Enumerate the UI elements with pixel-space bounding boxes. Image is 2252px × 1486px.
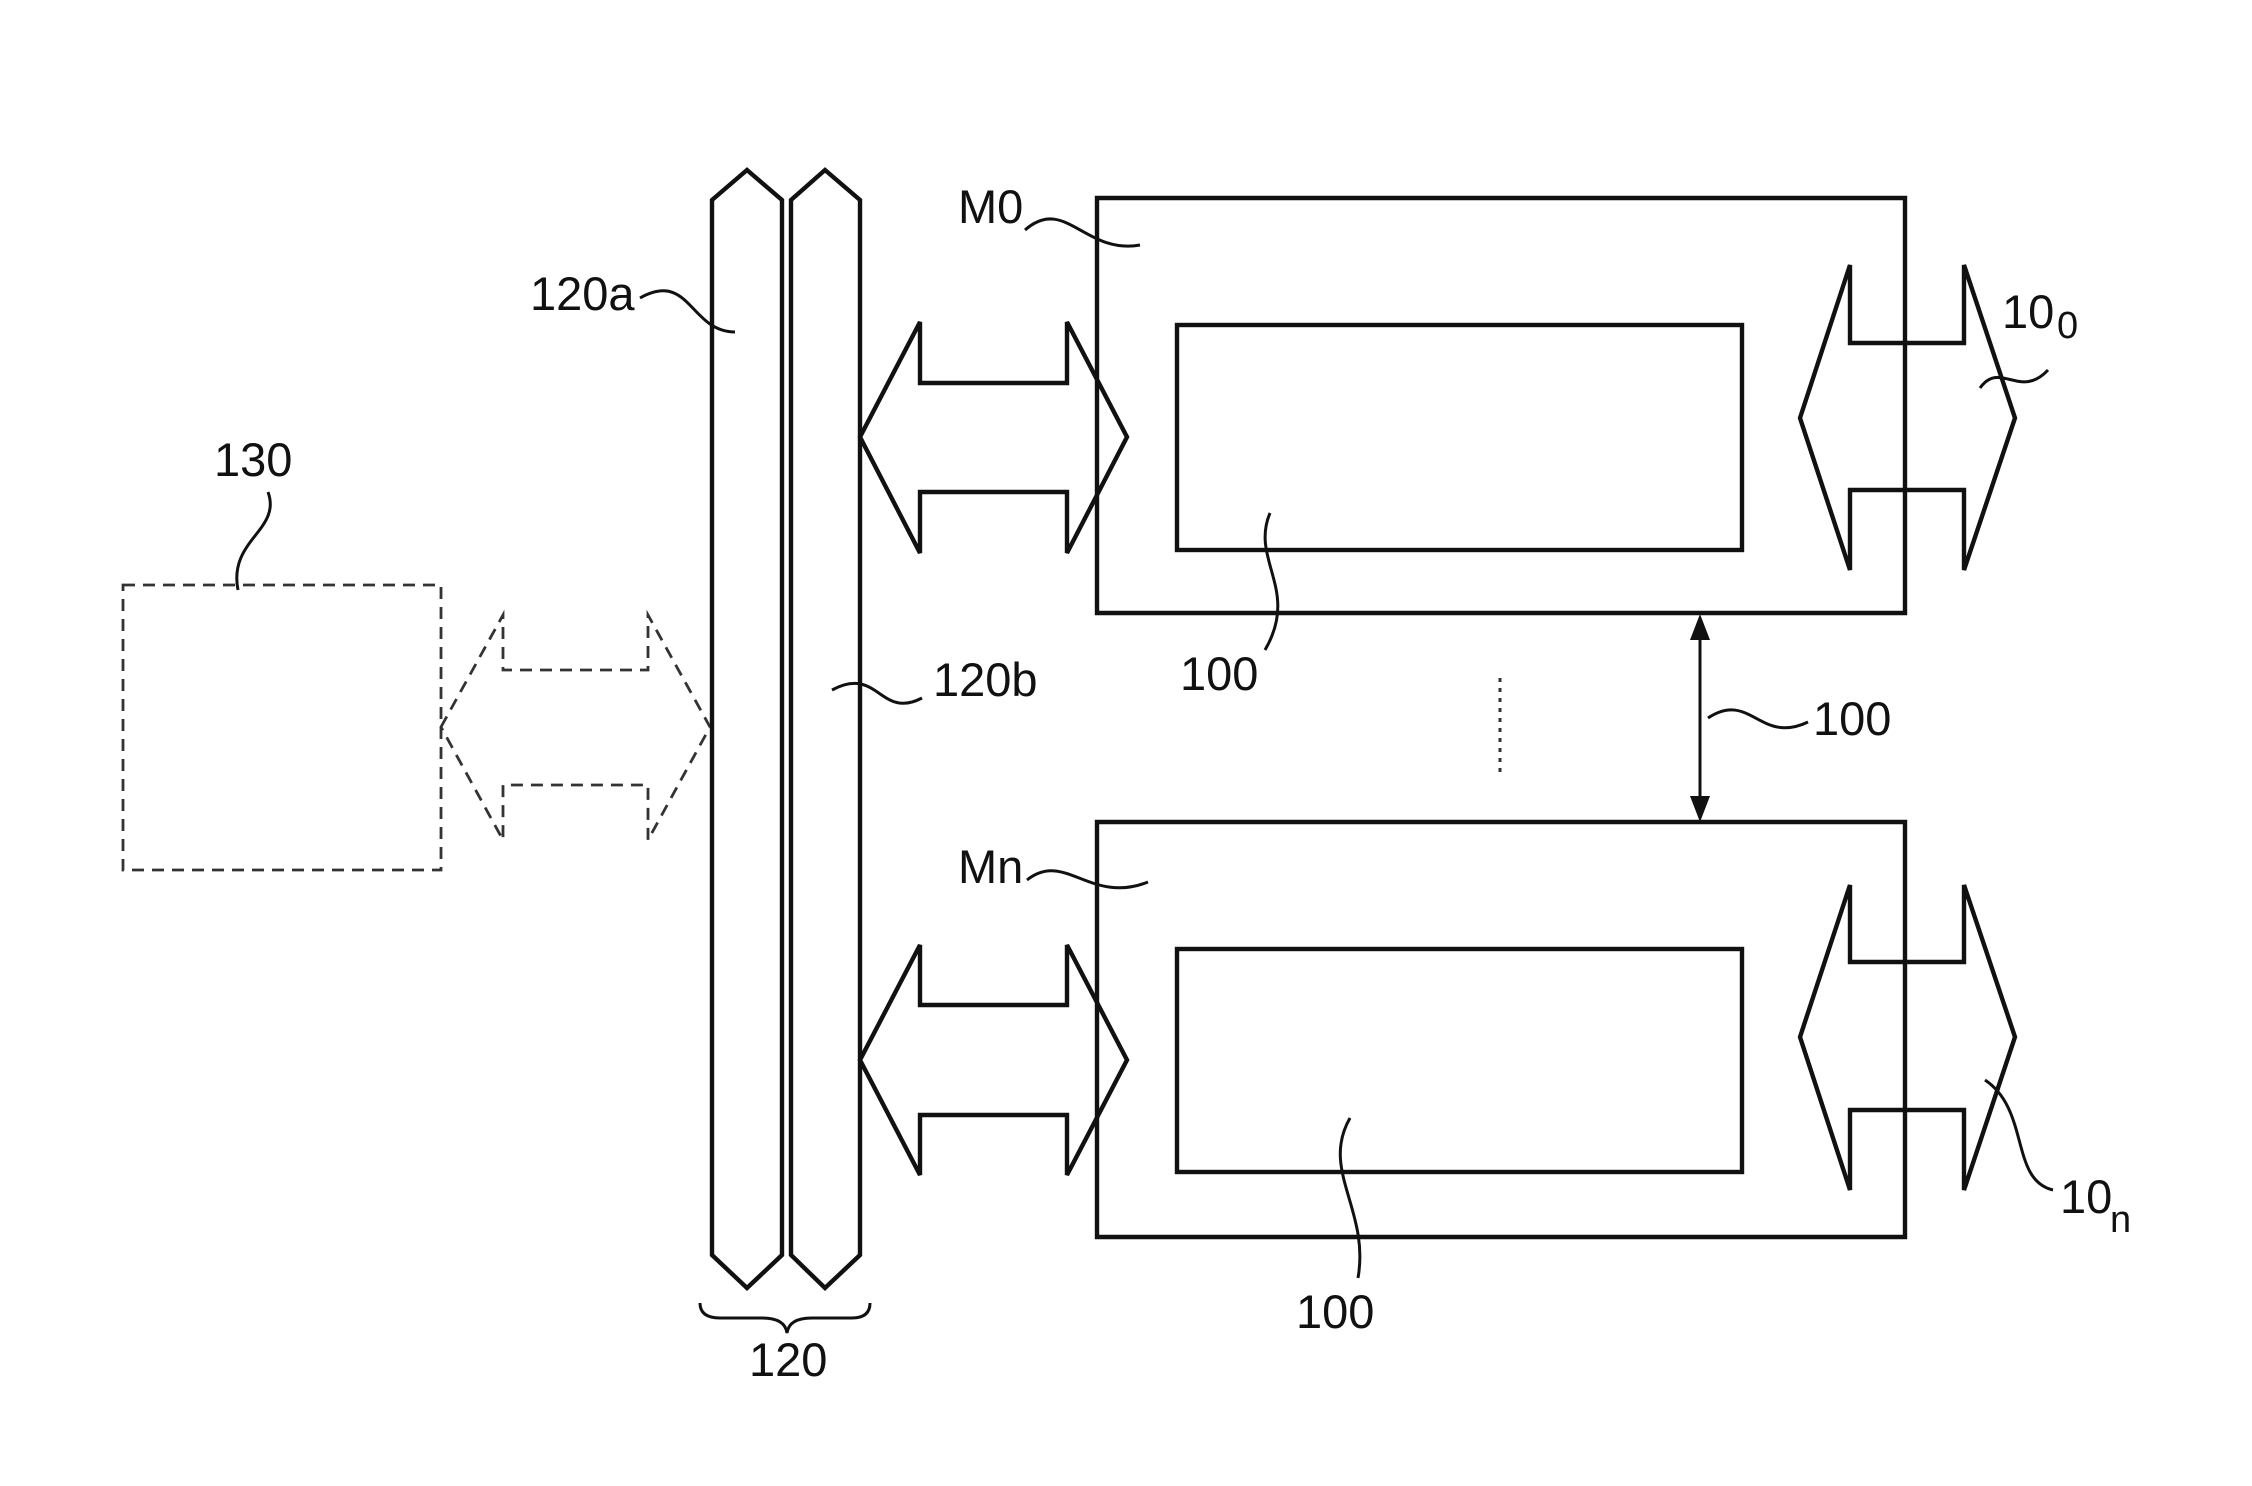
io-m0-subscript: 0 [2057, 305, 2078, 347]
external-unit-leader [237, 492, 271, 590]
io-m0-arrow [1800, 265, 2015, 570]
inner-block-m0-leader [1265, 513, 1278, 650]
module-m0-inner-block [1177, 325, 1742, 550]
bus-to-mn-arrow [860, 945, 1127, 1175]
bus-to-m0-arrow [860, 322, 1127, 553]
inner-block-mn-leader [1340, 1118, 1360, 1278]
external-unit-label: 130 [214, 433, 292, 486]
io-m0-leader [1980, 370, 2048, 388]
external-unit-box [123, 585, 441, 870]
external-link-arrow [441, 615, 710, 840]
bus-line-120a-leader [640, 291, 735, 332]
bus-label: 120 [749, 1333, 827, 1386]
module-mn-leader [1027, 871, 1148, 888]
bus-line-120b-label: 120b [933, 653, 1038, 706]
module-m0-leader [1025, 219, 1140, 246]
inner-block-m0-label: 100 [1180, 647, 1258, 700]
io-mn-arrow [1800, 885, 2015, 1190]
bus-line-120b-leader [832, 683, 922, 703]
module-mn-box [1097, 822, 1905, 1237]
module-mn-inner-block [1177, 949, 1742, 1172]
intermodule-link-arrowhead-top [1690, 614, 1710, 640]
bus-line-120a-label: 120a [530, 267, 635, 320]
intermodule-link-arrowhead-bottom [1690, 796, 1710, 822]
bus-line-120b [791, 170, 860, 1288]
intermodule-link-leader [1708, 710, 1808, 728]
inner-block-mn-label: 100 [1296, 1285, 1374, 1338]
intermodule-link-label: 100 [1813, 692, 1891, 745]
bus-brace [700, 1303, 870, 1333]
io-mn-subscript: n [2110, 1199, 2131, 1241]
module-m0-label: M0 [958, 180, 1023, 233]
io-m0-label: 10 [2002, 285, 2054, 338]
bus-line-120a [712, 170, 782, 1288]
module-mn-label: Mn [958, 840, 1023, 893]
io-mn-label: 10 [2060, 1170, 2112, 1223]
